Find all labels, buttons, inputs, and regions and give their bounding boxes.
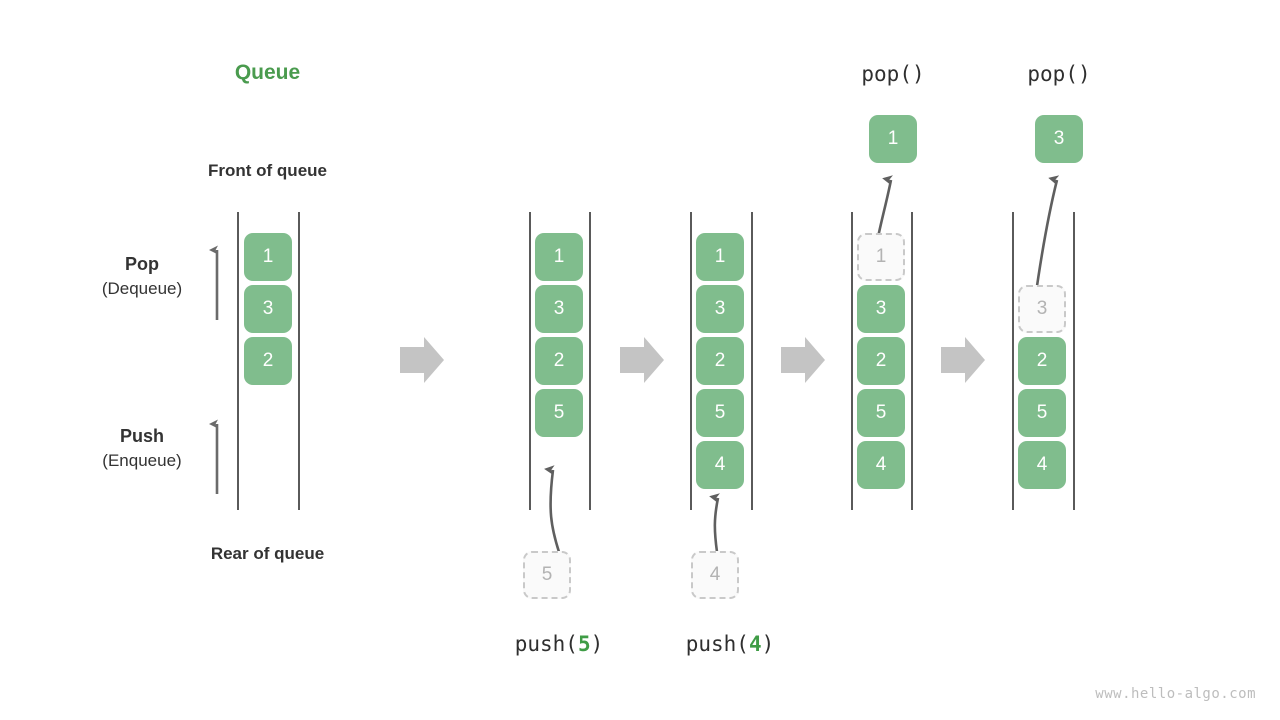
pop-3-caption: pop() xyxy=(1027,62,1091,86)
queue-rail-left xyxy=(690,212,692,510)
incoming-element-ghost: 4 xyxy=(691,551,739,599)
push-4-caption-suffix: ) xyxy=(761,632,775,656)
step-arrow-1 xyxy=(400,337,444,383)
queue-cell: 2 xyxy=(857,337,905,385)
pop-operation-name: Pop xyxy=(125,254,159,274)
step-arrow-3 xyxy=(781,337,825,383)
queue-rail-left xyxy=(1012,212,1014,510)
queue-rail-right xyxy=(298,212,300,510)
pop-operation-alias: (Dequeue) xyxy=(101,279,183,298)
popped-slot-ghost: 3 xyxy=(1018,285,1066,333)
queue-cell: 3 xyxy=(857,285,905,333)
queue-cell: 5 xyxy=(696,389,744,437)
queue-cell: 2 xyxy=(244,337,292,385)
queue-cell: 4 xyxy=(696,441,744,489)
queue-cell: 5 xyxy=(1018,389,1066,437)
queue-cell: 2 xyxy=(1018,337,1066,385)
push-5-motion-arrow xyxy=(544,465,561,553)
popped-element: 3 xyxy=(1035,115,1083,163)
queue-cell: 3 xyxy=(535,285,583,333)
queue-cell: 1 xyxy=(696,233,744,281)
step-arrow-4 xyxy=(941,337,985,383)
pop-operation-label: Pop (Dequeue) xyxy=(42,252,242,302)
queue-rail-left xyxy=(529,212,531,510)
queue-cell: 2 xyxy=(696,337,744,385)
page-title: Queue xyxy=(234,61,301,84)
watermark: www.hello-algo.com xyxy=(1095,686,1256,702)
push-4-caption-arg: 4 xyxy=(748,632,762,656)
queue-cell: 3 xyxy=(244,285,292,333)
push-5-caption-arg: 5 xyxy=(577,632,591,656)
push-operation-name: Push xyxy=(119,426,164,446)
push-operation-alias: (Enqueue) xyxy=(102,451,182,470)
pop-1-caption: pop() xyxy=(861,62,925,86)
queue-rail-left xyxy=(237,212,239,510)
queue-cell: 1 xyxy=(244,233,292,281)
push-4-caption: push(4) xyxy=(630,632,830,656)
push-5-caption: push(5) xyxy=(459,632,659,656)
queue-cell: 5 xyxy=(535,389,583,437)
incoming-element-ghost: 5 xyxy=(523,551,571,599)
queue-cell: 4 xyxy=(1018,441,1066,489)
push-5-caption-suffix: ) xyxy=(590,632,604,656)
queue-rail-right xyxy=(589,212,591,510)
popped-element: 1 xyxy=(869,115,917,163)
step-arrow-2 xyxy=(620,337,664,383)
front-of-queue-label: Front of queue xyxy=(208,161,327,180)
queue-rail-right xyxy=(751,212,753,510)
queue-rail-right xyxy=(911,212,913,510)
popped-slot-ghost: 1 xyxy=(857,233,905,281)
pop-3-motion-arrow xyxy=(1033,175,1060,301)
queue-cell: 4 xyxy=(857,441,905,489)
queue-cell: 2 xyxy=(535,337,583,385)
rear-of-queue-label: Rear of queue xyxy=(210,544,325,563)
queue-rail-right xyxy=(1073,212,1075,510)
queue-cell: 1 xyxy=(535,233,583,281)
push-4-motion-arrow xyxy=(709,493,720,553)
push-5-caption-prefix: push( xyxy=(514,632,578,656)
queue-cell: 5 xyxy=(857,389,905,437)
push-operation-label: Push (Enqueue) xyxy=(42,424,242,474)
queue-rail-left xyxy=(851,212,853,510)
queue-cell: 3 xyxy=(696,285,744,333)
push-4-caption-prefix: push( xyxy=(685,632,749,656)
